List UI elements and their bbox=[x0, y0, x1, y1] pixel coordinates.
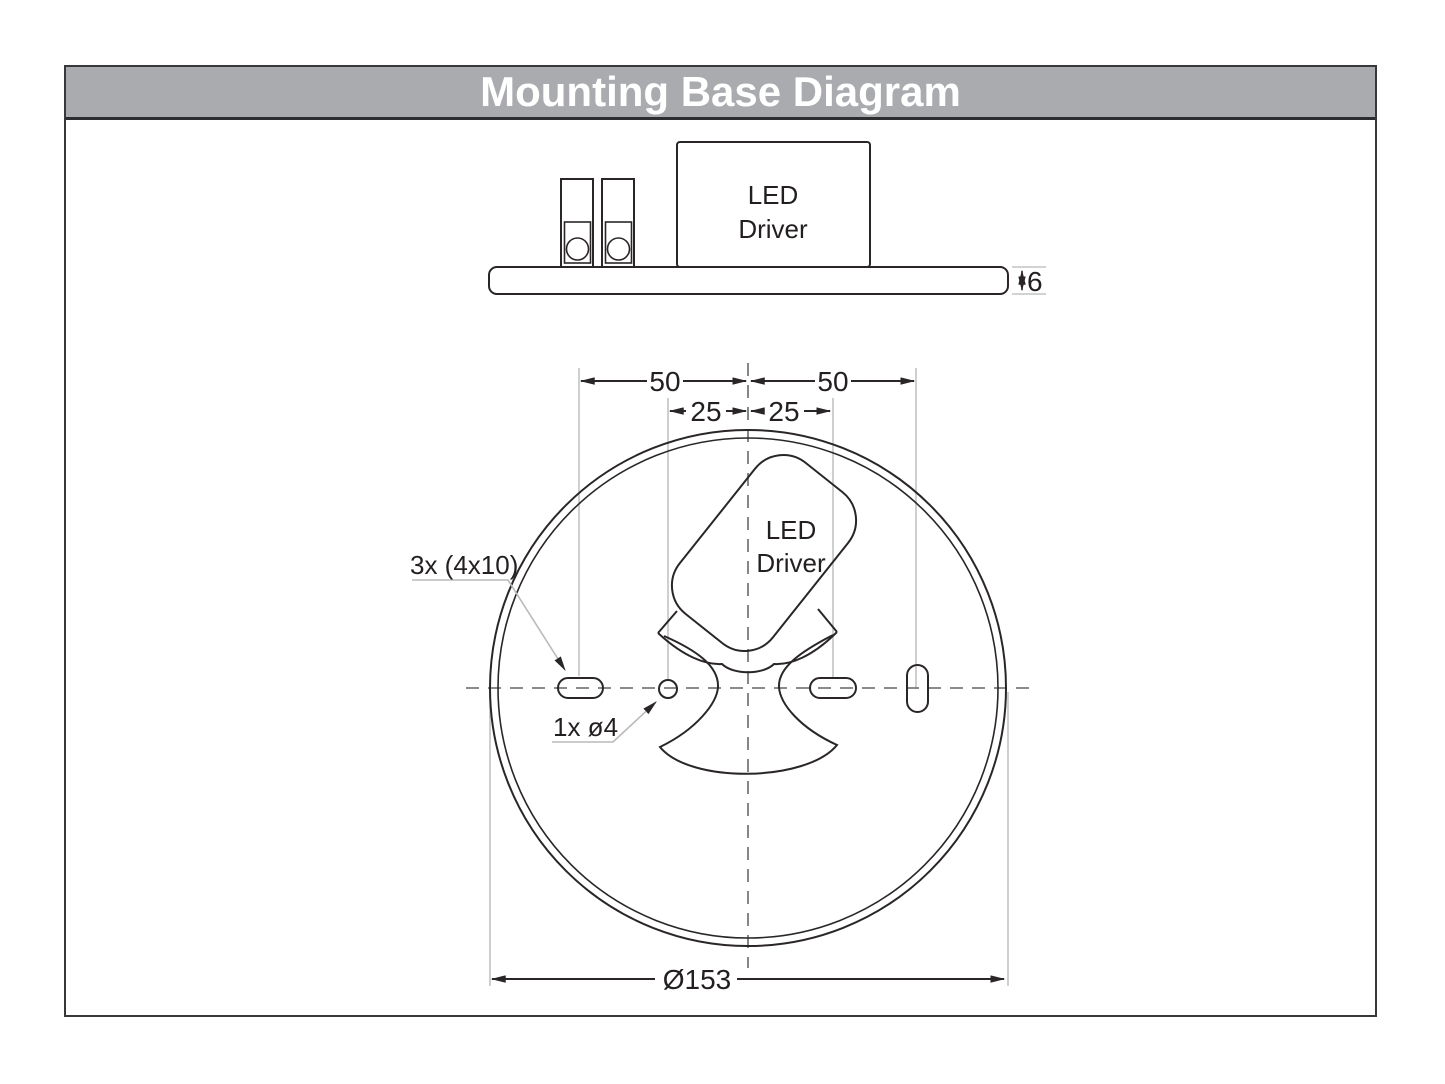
hole-callout: 1x ø4 bbox=[552, 701, 657, 743]
hole-callout-label: 1x ø4 bbox=[553, 712, 618, 742]
dim-25-left-value: 25 bbox=[690, 396, 721, 427]
base-plate-inner-circle bbox=[497, 437, 999, 939]
led-driver-label-side-line2: Driver bbox=[738, 214, 808, 244]
slot-callout: 3x (4x10) bbox=[410, 550, 566, 672]
mounting-slot-left bbox=[557, 677, 604, 699]
dim-diameter-value: Ø153 bbox=[663, 964, 732, 995]
led-driver-label-top-line1: LED bbox=[766, 515, 817, 545]
terminal-block-1 bbox=[560, 178, 594, 268]
terminal-screw-icon bbox=[565, 237, 590, 261]
page-title: Mounting Base Diagram bbox=[480, 68, 961, 115]
base-plate-side bbox=[488, 266, 1009, 295]
base-plate-outer-circle bbox=[489, 429, 1007, 947]
top-view: LED Driver 50 50 bbox=[410, 363, 1032, 995]
extension-lines bbox=[489, 368, 1009, 986]
center-hole bbox=[658, 679, 678, 699]
led-driver-outline-top bbox=[670, 454, 858, 652]
terminal-screw-icon bbox=[606, 237, 631, 261]
mounting-slot-vertical bbox=[906, 664, 929, 713]
dim-thickness-value: 6 bbox=[1027, 266, 1043, 297]
title-bar: Mounting Base Diagram bbox=[66, 67, 1375, 120]
dim-50-right-value: 50 bbox=[817, 366, 848, 397]
led-driver-label-top-line2: Driver bbox=[756, 548, 826, 578]
terminal-block-2 bbox=[601, 178, 635, 268]
slot-callout-label: 3x (4x10) bbox=[410, 550, 518, 580]
dim-25-right-value: 25 bbox=[768, 396, 799, 427]
wire-cutout bbox=[657, 608, 839, 775]
led-driver-box-side bbox=[676, 141, 871, 268]
side-view: LED Driver 6 bbox=[488, 141, 1046, 297]
dim-50-left-value: 50 bbox=[649, 366, 680, 397]
dim-diameter: Ø153 bbox=[490, 964, 1006, 995]
mounting-slot-right bbox=[809, 677, 857, 699]
dim-thickness: 6 bbox=[1012, 266, 1046, 297]
led-driver-label-side-line1: LED bbox=[748, 180, 799, 210]
